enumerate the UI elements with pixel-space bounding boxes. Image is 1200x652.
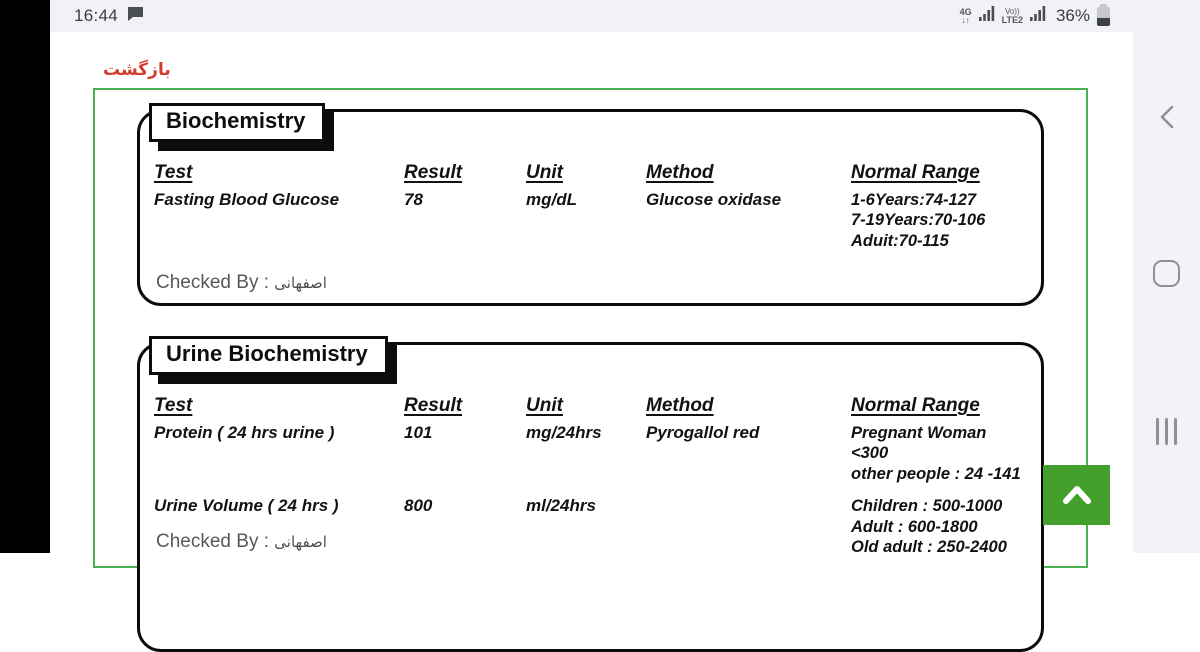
volte-icon: Vo)) LTE2 bbox=[1001, 6, 1023, 25]
battery-percent: 36% bbox=[1055, 6, 1090, 25]
chevron-up-icon bbox=[1062, 486, 1091, 504]
cell-result: 101 bbox=[404, 423, 433, 442]
table-row: Fasting Blood Glucose 78 mg/dL Glucose o… bbox=[140, 190, 1041, 251]
cell-test: Protein ( 24 hrs urine ) bbox=[154, 423, 335, 442]
status-bar: 16:44 4G ↓↑ Vo)) LTE2 bbox=[50, 0, 1200, 32]
cell-test: Fasting Blood Glucose bbox=[154, 190, 340, 209]
clock: 16:44 bbox=[74, 6, 119, 25]
status-bar-right: 4G ↓↑ Vo)) LTE2 36% bbox=[960, 4, 1110, 28]
checked-by-name: اصفهانی bbox=[274, 533, 327, 551]
col-result: Result bbox=[404, 395, 463, 416]
checked-by: Checked By : اصفهانی bbox=[156, 272, 327, 293]
col-test: Test bbox=[154, 162, 193, 183]
cell-method: Pyrogallol red bbox=[646, 423, 760, 442]
camera-notch-strip bbox=[0, 0, 50, 553]
battery-icon bbox=[1097, 4, 1110, 28]
cell-result: 78 bbox=[404, 190, 423, 209]
cell-unit: ml/24hrs bbox=[526, 496, 596, 516]
back-link[interactable]: بازگشت bbox=[103, 60, 171, 80]
col-test: Test bbox=[154, 395, 193, 416]
nav-recents-button[interactable] bbox=[1133, 418, 1200, 445]
table-row: Protein ( 24 hrs urine ) 101 mg/24hrs Py… bbox=[140, 423, 1041, 484]
biochemistry-panel-title: Biochemistry bbox=[149, 103, 326, 142]
android-navigation-bar bbox=[1133, 32, 1200, 553]
col-normal-range: Normal Range bbox=[851, 395, 980, 416]
cell-method bbox=[646, 496, 851, 557]
recents-icon bbox=[1156, 418, 1177, 445]
nav-home-button[interactable] bbox=[1133, 260, 1200, 287]
table-header-row: Test Result Unit Method Normal Range bbox=[140, 395, 1041, 417]
col-result: Result bbox=[404, 162, 463, 183]
col-method: Method bbox=[646, 395, 714, 416]
signal-bars-icon-2 bbox=[1029, 6, 1046, 26]
back-chevron-icon bbox=[1160, 105, 1173, 129]
cell-normal-range: Pregnant Woman <300 other people : 24 -1… bbox=[851, 424, 1021, 483]
cell-method: Glucose oxidase bbox=[646, 190, 782, 209]
urine-biochemistry-panel: Urine Biochemistry Test Result Unit Meth… bbox=[137, 336, 1044, 652]
checked-by-name: اصفهانی bbox=[274, 274, 327, 292]
4g-network-icon: 4G ↓↑ bbox=[959, 6, 972, 25]
message-notification-icon bbox=[127, 6, 144, 26]
report-container: Biochemistry Test Result Unit Method Nor… bbox=[93, 88, 1088, 652]
cell-test: Urine Volume ( 24 hrs ) bbox=[154, 496, 339, 516]
cell-unit: mg/24hrs bbox=[526, 423, 602, 442]
table-header-row: Test Result Unit Method Normal Range bbox=[140, 162, 1041, 184]
col-normal-range: Normal Range bbox=[851, 162, 980, 183]
checked-by: Checked By : اصفهانی bbox=[156, 531, 327, 552]
urine-biochemistry-panel-title: Urine Biochemistry bbox=[149, 336, 388, 375]
signal-bars-icon bbox=[978, 6, 995, 26]
col-unit: Unit bbox=[526, 395, 563, 416]
cell-result: 800 bbox=[404, 496, 433, 516]
nav-back-button[interactable] bbox=[1133, 104, 1200, 130]
col-method: Method bbox=[646, 162, 714, 183]
col-unit: Unit bbox=[526, 162, 563, 183]
cell-normal-range: Children : 500-1000 Adult : 600-1800 Old… bbox=[851, 497, 1007, 557]
scroll-to-top-button[interactable] bbox=[1043, 465, 1110, 525]
cell-unit: mg/dL bbox=[526, 190, 577, 209]
table-row: Urine Volume ( 24 hrs ) 800 ml/24hrs Chi… bbox=[140, 496, 1041, 557]
status-bar-left: 16:44 bbox=[74, 6, 144, 26]
biochemistry-panel: Biochemistry Test Result Unit Method Nor… bbox=[137, 103, 1044, 306]
home-icon bbox=[1153, 260, 1180, 287]
cell-normal-range: 1-6Years:74-127 7-19Years:70-106 Aduit:7… bbox=[851, 191, 986, 250]
